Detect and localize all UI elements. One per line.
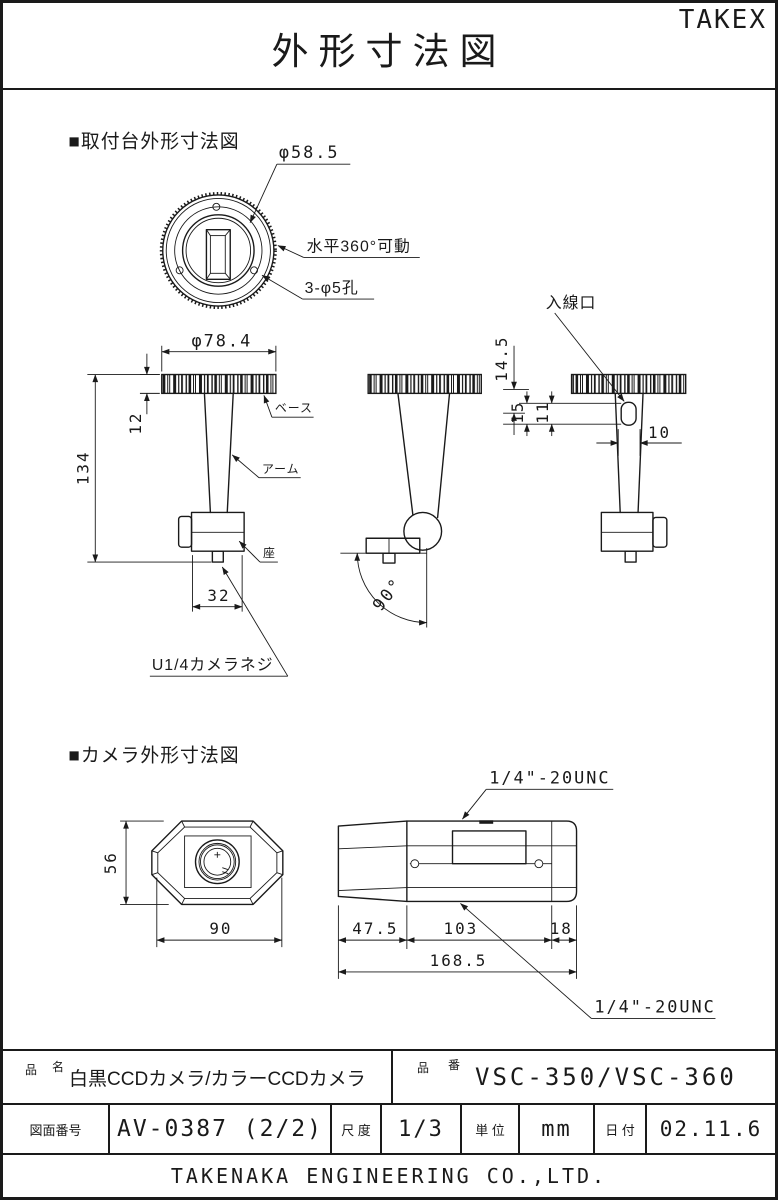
- camera-section-heading: ■カメラ外形寸法図: [68, 745, 239, 766]
- dim-14-5-label: 14.5: [492, 336, 511, 382]
- mount-folded-view: 90°: [340, 373, 482, 628]
- title-block: 品 名 白黒CCDカメラ/カラーCCDカメラ 品 番 VSC-350/VSC-3…: [3, 1049, 775, 1197]
- dia-58-5-label: φ58.5: [279, 142, 340, 162]
- dim-56-label: 56: [101, 851, 120, 874]
- drawing-no-label-cell: 図面番号: [3, 1105, 108, 1153]
- mount-hole: [212, 202, 221, 211]
- dim-103-label: 103: [444, 919, 479, 938]
- product-name-value: 白黒CCDカメラ/カラーCCDカメラ: [69, 1068, 366, 1090]
- camera-screw-note: U1/4カメラネジ: [152, 656, 274, 674]
- unit-value-cell: mm: [518, 1105, 593, 1153]
- company-name: TAKENAKA ENGINEERING CO.,LTD.: [170, 1164, 608, 1188]
- unit-label: 単 位: [475, 1122, 505, 1138]
- brand-logo: TAKEX: [678, 5, 767, 35]
- holes-3-phi5-label: 3-φ5孔: [305, 279, 359, 297]
- company-row: TAKENAKA ENGINEERING CO.,LTD.: [3, 1153, 775, 1197]
- dia-78-4-label: φ78.4: [192, 331, 253, 351]
- mount-hole: [250, 266, 258, 275]
- product-no-value: VSC-350/VSC-360: [475, 1063, 737, 1091]
- rotate-360-label: 水平360°可動: [307, 237, 411, 255]
- product-name-label-a: 品: [25, 1063, 39, 1077]
- unc-bottom-label: 1/4"-20UNC: [594, 997, 715, 1017]
- date-label: 日 付: [605, 1122, 635, 1138]
- dim-90-label: 90: [209, 919, 232, 938]
- scale-label: 尺 度: [341, 1122, 371, 1138]
- dim-32-label: 32: [207, 586, 230, 605]
- dim-134-label: 134: [73, 450, 92, 485]
- seat-label: 座: [263, 546, 276, 560]
- title-block-row-name: 品 名 白黒CCDカメラ/カラーCCDカメラ 品 番 VSC-350/VSC-3…: [3, 1049, 775, 1103]
- unc-top-label: 1/4"-20UNC: [489, 767, 610, 787]
- base-label: ベース: [275, 401, 313, 415]
- date-value-cell: 02.11.6: [645, 1105, 775, 1153]
- product-name-label-b: 名: [52, 1060, 66, 1074]
- mount-hole: [175, 266, 184, 275]
- mount-side-view: [570, 373, 687, 563]
- dimension-drawing: ■取付台外形寸法図 φ58.5 水平360°可動 3-φ5孔: [68, 130, 716, 1019]
- unit-label-cell: 単 位: [460, 1105, 518, 1153]
- date-value: 02.11.6: [659, 1117, 763, 1141]
- mount-front-view: [161, 373, 277, 563]
- page-title: 外形寸法図: [271, 31, 507, 72]
- product-no-cell: 品 番 VSC-350/VSC-360: [391, 1051, 775, 1103]
- dim-18-label: 18: [550, 919, 573, 938]
- dim-47-5-label: 47.5: [352, 919, 398, 938]
- drawing-no-label: 図面番号: [29, 1122, 82, 1138]
- title-block-row-meta: 図面番号 AV-0387 (2/2) 尺 度 1/3 単 位 mm 日 付 02…: [3, 1103, 775, 1153]
- drawing-no-cell: AV-0387 (2/2): [108, 1105, 330, 1153]
- date-label-cell: 日 付: [593, 1105, 645, 1153]
- dim-11-label: 11: [533, 401, 552, 424]
- camera-front-view: 56 90: [101, 820, 284, 948]
- dim-15-label: 15: [508, 401, 527, 424]
- mount-top-view: [159, 191, 277, 310]
- mount-top-view-labels: φ58.5 水平360°可動 3-φ5孔: [249, 142, 420, 300]
- title-band: 外形寸法図 TAKEX: [3, 3, 775, 90]
- mount-front-view-dims: φ78.4 12 134 ベース アーム 座 32: [73, 331, 314, 677]
- dim-168-5-label: 168.5: [430, 951, 488, 970]
- product-name-cell: 品 名 白黒CCDカメラ/カラーCCDカメラ: [3, 1051, 391, 1103]
- product-no-label-a: 品: [417, 1061, 431, 1075]
- mount-section-heading: ■取付台外形寸法図: [68, 130, 239, 151]
- scale-label-cell: 尺 度: [330, 1105, 380, 1153]
- dim-10-label: 10: [648, 423, 671, 442]
- cable-inlet-label: 入線口: [546, 294, 597, 312]
- dim-12-label: 12: [126, 412, 145, 435]
- drawing-no-value: AV-0387 (2/2): [116, 1116, 323, 1142]
- unit-value: mm: [541, 1116, 572, 1142]
- scale-value: 1/3: [398, 1116, 444, 1142]
- arm-label: アーム: [262, 462, 300, 476]
- mount-side-view-dims: 入線口 14.5 15 11 10: [492, 294, 682, 456]
- camera-side-view: 1/4"-20UNC 1/4"-20UNC 47.5 103 18 168.5: [337, 767, 716, 1019]
- scale-value-cell: 1/3: [380, 1105, 460, 1153]
- product-no-label-b: 番: [448, 1058, 462, 1072]
- angle-90-label: 90°: [368, 574, 406, 615]
